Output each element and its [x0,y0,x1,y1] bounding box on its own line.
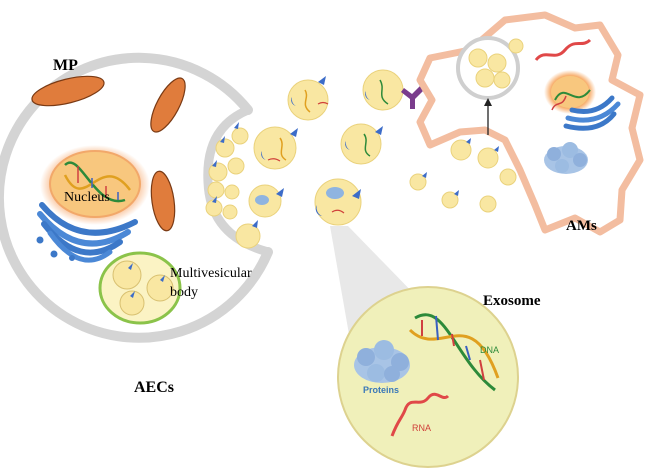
am-cell-membrane [416,11,644,236]
mp-label: MP [53,57,78,74]
dna-icon [408,313,500,392]
dna-label: DNA [480,345,500,355]
incoming-exosomes [409,138,517,213]
mvb-label-line2: body [170,285,198,300]
arrow-icon [484,98,492,135]
budding-vesicles [205,122,261,249]
ams-label: AMs [566,218,597,234]
rna-icon [390,392,450,437]
rna-icon [534,38,592,62]
am-nucleus [551,76,589,108]
proteins-label: Proteins [363,385,400,395]
exosome-label: Exosome [483,293,541,309]
protein-icon [544,142,588,174]
mp-orange-shape [150,170,176,232]
exosome-zoom [337,286,519,468]
protein-icon [354,340,410,383]
mp-orange-shape [31,75,105,107]
aec-cell-membrane [0,52,273,343]
mvb-label-line1: Multivesicular [170,266,252,281]
rna-label: RNA [412,423,432,433]
free-exosomes [248,69,404,226]
receptor-icon [401,86,424,109]
golgi-icon [36,202,138,263]
mp-orange-shape [150,77,186,133]
aecs-label: AECs [134,379,175,396]
dna-icon [63,161,131,203]
golgi-icon [563,95,621,131]
nucleus-label: Nucleus [64,190,110,205]
